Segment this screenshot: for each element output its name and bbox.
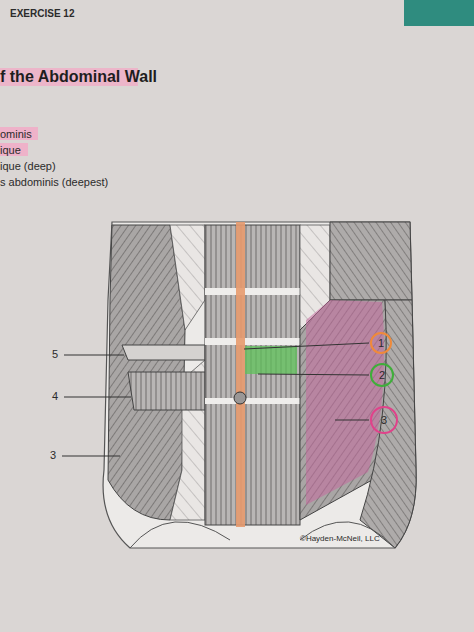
callout-number: 3	[381, 415, 387, 426]
list-item: ominis	[0, 128, 32, 141]
circled-callout: 3	[370, 406, 398, 434]
callout-number: 5	[52, 348, 58, 361]
callout-number: 1	[378, 338, 384, 349]
circled-callout: 2	[370, 363, 394, 387]
exercise-number: EXERCISE 12	[10, 8, 74, 20]
callout-number: 4	[52, 390, 58, 403]
list-item: ique	[0, 144, 21, 157]
list-item: ique (deep)	[0, 160, 56, 173]
copyright: ©Hayden-McNeil, LLC	[300, 534, 380, 543]
list-item: s abdominis (deepest)	[0, 176, 108, 189]
callout-number: 2	[379, 370, 385, 381]
circled-callout: 1	[370, 332, 392, 354]
callout-number: 3	[50, 449, 56, 462]
title: f the Abdominal Wall	[0, 68, 157, 86]
